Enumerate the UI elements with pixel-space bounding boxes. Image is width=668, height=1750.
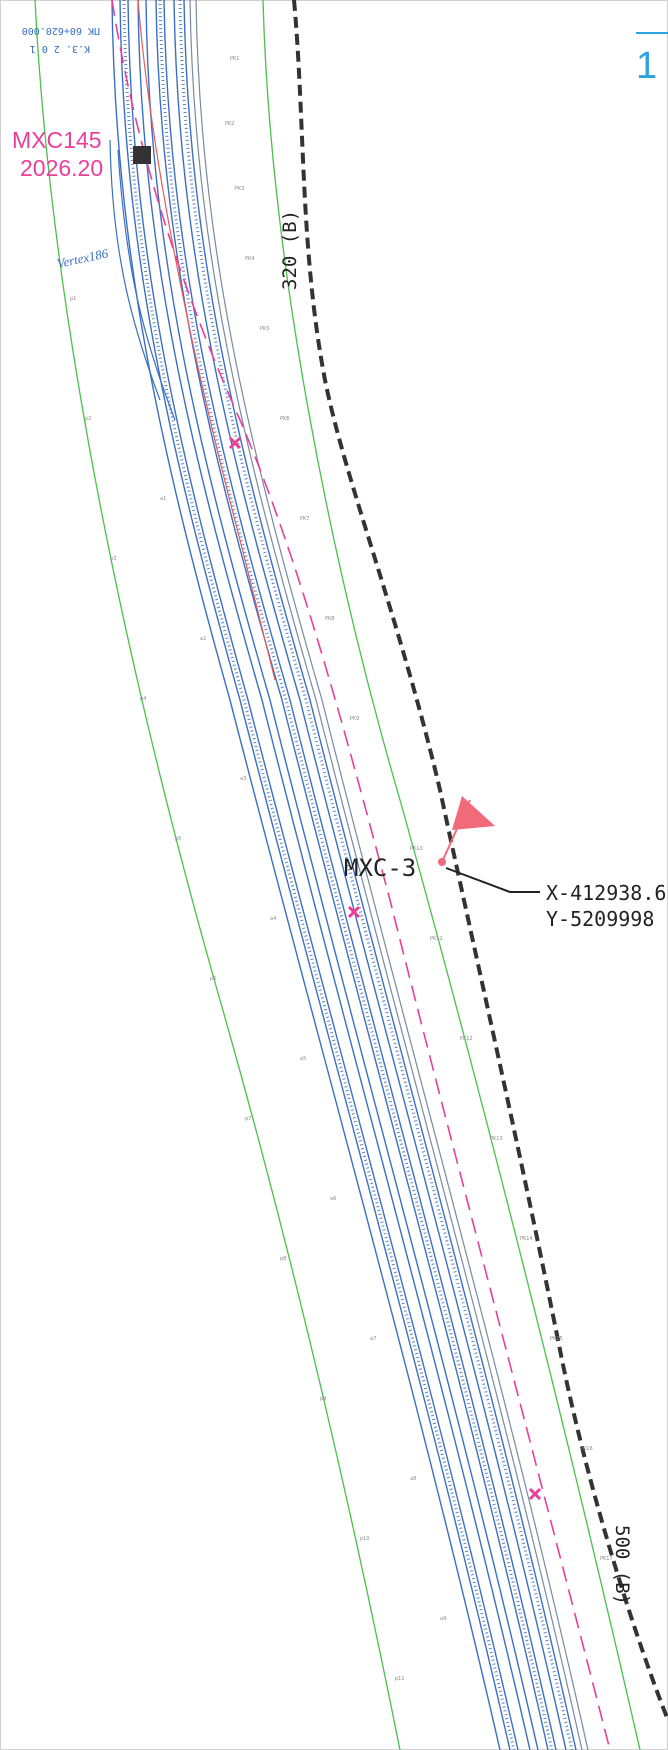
mxc3-coord-x: X-412938.6 [546,881,666,905]
mxc145-name: MXC145 [12,127,101,153]
svg-text:p1: p1 [70,296,76,302]
svg-text:p2: p2 [85,416,91,422]
svg-text:PK6: PK6 [280,416,289,422]
vertex-label-group: Vertex186 [56,245,110,271]
boundary-dashed [292,0,668,1721]
svg-text:PK8: PK8 [325,616,334,622]
svg-text:a4: a4 [270,916,276,922]
ks-label: К.З. 2 0 1 [30,43,90,54]
svg-text:PK15: PK15 [550,1336,563,1342]
svg-text:PK9: PK9 [350,716,359,722]
boundary-label-lower-group: 500 (B) [611,1525,633,1605]
cross-marker-icon [228,436,242,450]
svg-text:PK11: PK11 [430,936,443,942]
svg-text:p7: p7 [245,1116,251,1122]
boundary-label-upper-group: 320 (B) [279,210,301,290]
svg-text:p9: p9 [320,1396,326,1402]
svg-text:p10: p10 [360,1536,370,1542]
svg-text:a2: a2 [200,636,206,642]
svg-text:PK5: PK5 [260,326,269,332]
svg-text:a8: a8 [410,1476,416,1482]
boundary-label-lower: 500 (B) [611,1525,633,1605]
flag-icon [438,796,495,866]
boundary-label-upper: 320 (B) [279,210,301,290]
svg-text:PK17: PK17 [600,1556,613,1562]
svg-text:p8: p8 [280,1256,286,1262]
svg-text:PK2: PK2 [225,121,234,127]
corner-number: 1 [636,45,657,87]
svg-text:PK1: PK1 [230,56,239,62]
pipeline-branch [109,139,176,421]
svg-text:a1: a1 [160,496,166,502]
mxc3-leader-line [445,867,540,893]
svg-text:p5: p5 [175,836,181,842]
square-marker-icon [133,146,151,164]
svg-text:PK16: PK16 [580,1446,593,1452]
svg-text:a6: a6 [330,1196,336,1202]
pk-label: ПК 60+620.000 [22,25,100,36]
mxc3-name: MXC-3 [344,854,416,882]
svg-text:PK13: PK13 [490,1136,503,1142]
svg-text:a5: a5 [300,1056,306,1062]
vertex-label: Vertex186 [56,245,110,271]
cross-marker-icon [528,1487,542,1501]
pipeline-gray [189,0,589,1750]
svg-text:a7: a7 [370,1336,376,1342]
green-line-right [262,0,641,1750]
svg-text:p11: p11 [395,1676,405,1682]
svg-text:PK3: PK3 [235,186,244,192]
pk-label-group: ПК 60+620.000 [22,25,100,36]
ks-label-group: К.З. 2 0 1 [30,43,90,54]
svg-text:a3: a3 [240,776,246,782]
svg-text:p3: p3 [110,556,116,562]
cross-marker-icon [347,905,361,919]
pipeline-bundle [111,0,577,1750]
magenta-dashed-line [111,0,611,1750]
mxc145-elevation: 2026.20 [20,155,103,181]
svg-text:PK14: PK14 [520,1236,533,1242]
svg-text:PK10: PK10 [410,846,423,852]
mxc3-coord-y: Y-5209998 [546,907,654,931]
svg-text:PK4: PK4 [245,256,254,262]
svg-text:p6: p6 [210,976,216,982]
svg-text:PK7: PK7 [300,516,309,522]
svg-text:PK12: PK12 [460,1036,473,1042]
svg-text:a9: a9 [440,1616,446,1622]
pipeline-hatched [122,0,574,1750]
svg-text:p4: p4 [140,696,146,702]
red-line [137,0,276,681]
green-offset-lines [34,0,641,1750]
green-line-left [34,0,401,1750]
